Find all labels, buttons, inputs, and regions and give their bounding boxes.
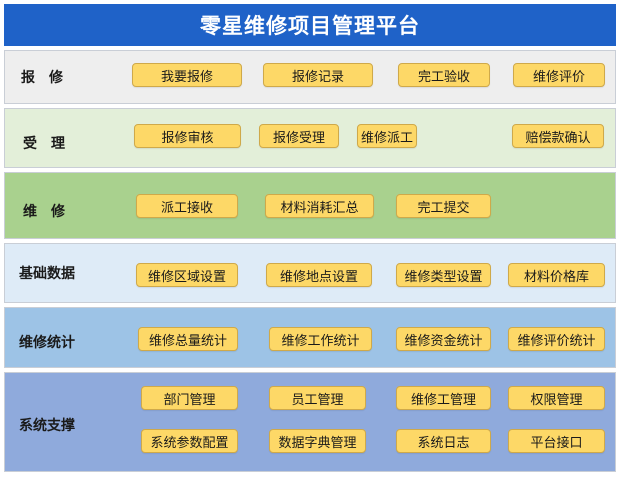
repair-location-settings-button[interactable]: 维修地点设置 bbox=[266, 263, 372, 287]
repairman-management-button[interactable]: 维修工管理 bbox=[396, 386, 491, 410]
section-report-label: 报 修 bbox=[21, 70, 63, 86]
repair-records-button[interactable]: 报修记录 bbox=[263, 63, 373, 87]
material-price-library-button[interactable]: 材料价格库 bbox=[508, 263, 605, 287]
completion-submit-button[interactable]: 完工提交 bbox=[396, 194, 491, 218]
section-basic-data-label: 基础数据 bbox=[19, 266, 75, 282]
repair-dispatch-button[interactable]: 维修派工 bbox=[357, 124, 417, 148]
section-repair-stats: 维修统计 维修总量统计 维修工作统计 维修资金统计 维修评价统计 bbox=[4, 307, 616, 368]
system-parameter-config-button[interactable]: 系统参数配置 bbox=[141, 429, 238, 453]
section-repair: 维 修 派工接收 材料消耗汇总 完工提交 bbox=[4, 172, 616, 239]
repair-acceptance-button[interactable]: 报修受理 bbox=[259, 124, 339, 148]
repair-total-stats-button[interactable]: 维修总量统计 bbox=[138, 327, 238, 351]
department-management-button[interactable]: 部门管理 bbox=[141, 386, 238, 410]
completion-acceptance-button[interactable]: 完工验收 bbox=[398, 63, 490, 87]
section-system-support-label: 系统支撑 bbox=[19, 418, 75, 434]
employee-management-button[interactable]: 员工管理 bbox=[269, 386, 366, 410]
repair-review-button[interactable]: 报修审核 bbox=[134, 124, 241, 148]
permission-management-button[interactable]: 权限管理 bbox=[508, 386, 605, 410]
section-repair-label: 维 修 bbox=[23, 204, 65, 220]
system-log-button[interactable]: 系统日志 bbox=[396, 429, 491, 453]
section-basic-data: 基础数据 维修区域设置 维修地点设置 维修类型设置 材料价格库 bbox=[4, 243, 616, 303]
section-report: 报 修 我要报修 报修记录 完工验收 维修评价 bbox=[4, 50, 616, 104]
section-system-support: 系统支撑 部门管理 员工管理 维修工管理 权限管理 系统参数配置 数据字典管理 … bbox=[4, 372, 616, 472]
section-accept: 受 理 报修审核 报修受理 维修派工 赔偿款确认 bbox=[4, 108, 616, 168]
my-repair-request-button[interactable]: 我要报修 bbox=[132, 63, 242, 87]
material-consumption-summary-button[interactable]: 材料消耗汇总 bbox=[265, 194, 374, 218]
repair-area-settings-button[interactable]: 维修区域设置 bbox=[136, 263, 238, 287]
repair-evaluation-button[interactable]: 维修评价 bbox=[513, 63, 605, 87]
section-repair-stats-label: 维修统计 bbox=[19, 335, 75, 351]
dispatch-receive-button[interactable]: 派工接收 bbox=[136, 194, 238, 218]
platform-interface-button[interactable]: 平台接口 bbox=[508, 429, 605, 453]
repair-funds-stats-button[interactable]: 维修资金统计 bbox=[396, 327, 491, 351]
compensation-confirm-button[interactable]: 赔偿款确认 bbox=[512, 124, 604, 148]
repair-type-settings-button[interactable]: 维修类型设置 bbox=[396, 263, 491, 287]
section-accept-label: 受 理 bbox=[23, 136, 65, 152]
repair-work-stats-button[interactable]: 维修工作统计 bbox=[269, 327, 372, 351]
data-dictionary-management-button[interactable]: 数据字典管理 bbox=[269, 429, 366, 453]
platform-title: 零星维修项目管理平台 bbox=[4, 4, 616, 46]
repair-evaluation-stats-button[interactable]: 维修评价统计 bbox=[508, 327, 605, 351]
